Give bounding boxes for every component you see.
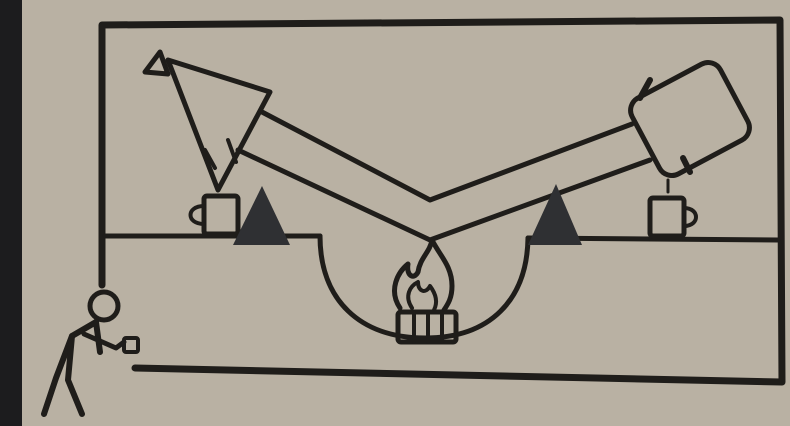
pivot-triangle-left [233,186,290,245]
fire-pit-bowl [317,233,531,341]
pivot-triangle-right [528,184,582,245]
campfire-icon [392,237,459,345]
mug-icon-right [647,195,698,239]
funnel-icon [142,49,273,193]
paper-sheet [22,0,790,426]
pipe-upper-edge [259,109,635,203]
person-holding-cup-icon [41,289,140,417]
frame-outline [98,16,786,386]
kettle-icon [628,59,752,194]
mug-icon-left [188,193,241,237]
